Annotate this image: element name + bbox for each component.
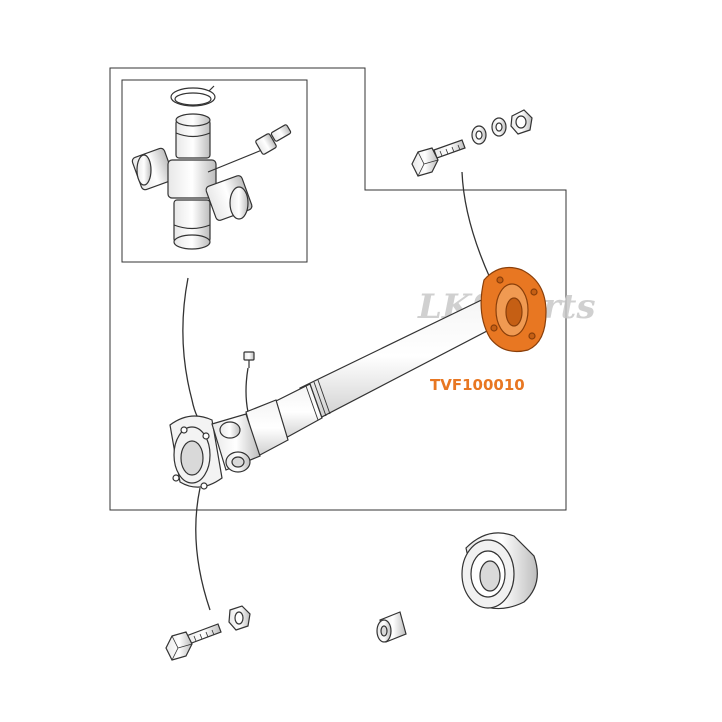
top-fasteners [411,109,533,177]
rear-flexible-coupling-highlighted [480,267,547,353]
bearing-cap-bottom [173,199,211,250]
spring-washer-top [471,125,487,145]
front-universal-joint [211,413,261,473]
bottom-fasteners [165,605,251,661]
leader-line-front-flange [195,487,211,611]
propshaft [169,267,547,490]
leader-line-rear-flange [461,171,491,279]
front-flange [169,415,223,490]
lock-nut-top [510,109,533,135]
lock-nut-bottom [228,605,251,631]
universal-joint-spider [131,85,292,250]
bearing-cap-top [175,113,211,159]
assembly-boundary [109,67,567,511]
leader-line-grease-nipple [245,367,249,413]
part-number-label: TVF100010 [430,376,525,394]
flat-washer-top [491,117,507,137]
flange-bolt-top [411,139,466,177]
spline-rings [305,379,331,421]
front-grease-nipple [243,351,255,368]
propshaft-tube [299,291,513,421]
flange-bolt-bottom [165,623,222,661]
leader-line-inset [182,277,207,429]
centre-bearing-housing [461,532,538,610]
spacer-sleeve [376,611,407,643]
spider-body [167,159,217,199]
bearing-cap-right [205,175,253,221]
snap-ring [170,85,216,107]
grease-nipple [207,124,292,173]
